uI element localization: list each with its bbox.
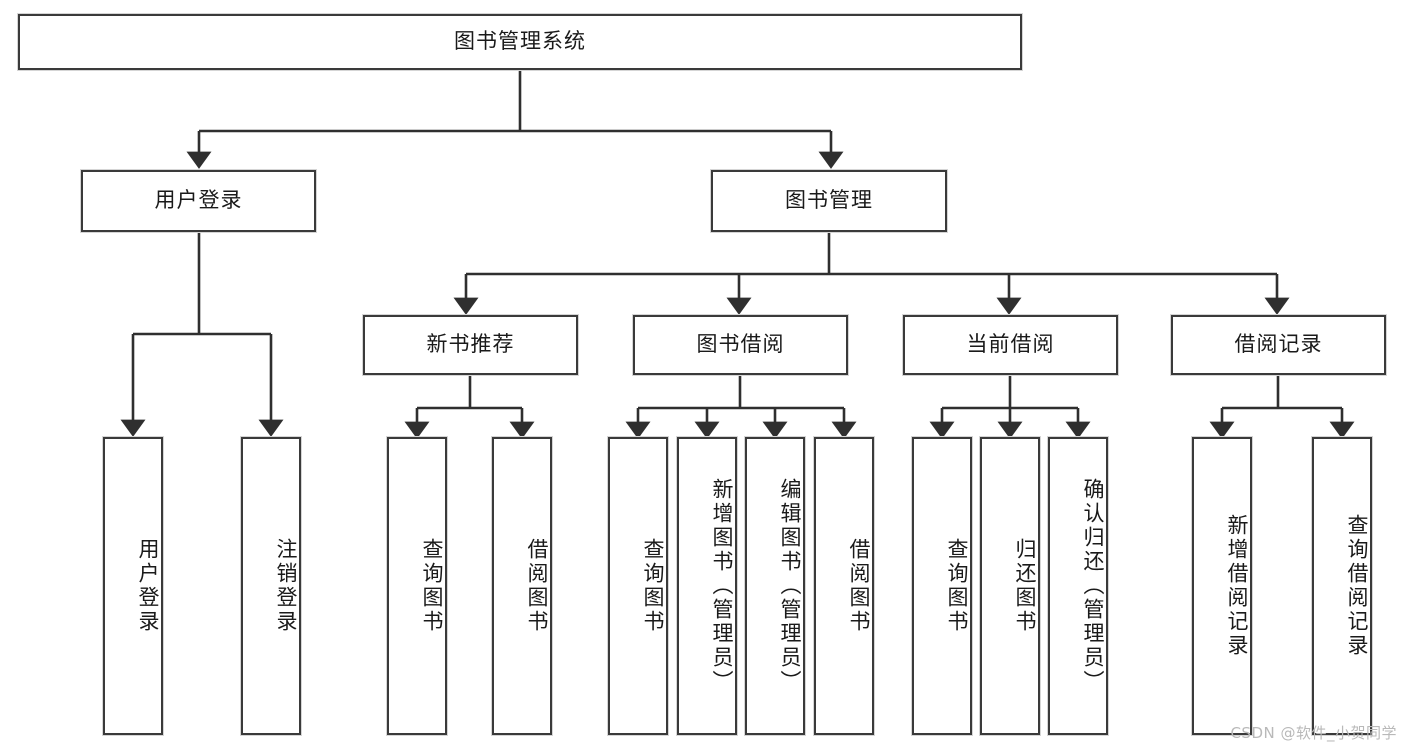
node-root[interactable]: 图书管理系统 (18, 14, 1022, 70)
leaf-borrow-borrow-book[interactable]: 借阅图书 (814, 437, 874, 735)
leaf-borrow-query-book[interactable]: 查询图书 (608, 437, 668, 735)
node-book-borrow-label: 图书借阅 (696, 332, 785, 357)
node-new-book-recommend-label: 新书推荐 (426, 332, 515, 357)
leaf-current-confirm-return-admin[interactable]: 确认归还（管理员） (1048, 437, 1108, 735)
leaf-label: 编辑图书（管理员） (778, 478, 802, 694)
leaf-user-login-logout[interactable]: 注销登录 (241, 437, 301, 735)
watermark: CSDN @软件_小贺同学 (1230, 724, 1397, 742)
node-borrow-record-label: 借阅记录 (1234, 332, 1323, 357)
leaf-borrow-edit-book-admin[interactable]: 编辑图书（管理员） (745, 437, 805, 735)
leaf-label: 确认归还（管理员） (1081, 478, 1105, 694)
leaf-label: 用户登录 (136, 538, 160, 634)
leaf-borrow-add-book-admin[interactable]: 新增图书（管理员） (677, 437, 737, 735)
node-book-borrow[interactable]: 图书借阅 (633, 315, 848, 375)
leaf-label: 查询图书 (945, 538, 969, 634)
node-user-login-label: 用户登录 (154, 188, 243, 213)
leaf-current-return-book[interactable]: 归还图书 (980, 437, 1040, 735)
node-current-borrow[interactable]: 当前借阅 (903, 315, 1118, 375)
leaf-current-query-book[interactable]: 查询图书 (912, 437, 972, 735)
node-borrow-record[interactable]: 借阅记录 (1171, 315, 1386, 375)
node-book-management-label: 图书管理 (785, 188, 873, 213)
node-book-management[interactable]: 图书管理 (711, 170, 947, 232)
node-user-login[interactable]: 用户登录 (81, 170, 316, 232)
leaf-record-query-record[interactable]: 查询借阅记录 (1312, 437, 1372, 735)
leaf-label: 注销登录 (274, 538, 298, 634)
node-current-borrow-label: 当前借阅 (966, 332, 1055, 357)
leaf-new-book-borrow[interactable]: 借阅图书 (492, 437, 552, 735)
leaf-label: 借阅图书 (525, 538, 549, 634)
leaf-user-login-login[interactable]: 用户登录 (103, 437, 163, 735)
leaf-new-book-query[interactable]: 查询图书 (387, 437, 447, 735)
leaf-label: 借阅图书 (847, 538, 871, 634)
leaf-label: 归还图书 (1013, 538, 1037, 634)
leaf-label: 新增图书（管理员） (710, 478, 734, 694)
leaf-record-add-record[interactable]: 新增借阅记录 (1192, 437, 1252, 735)
leaf-label: 查询图书 (420, 538, 444, 634)
leaf-label: 查询借阅记录 (1345, 514, 1369, 658)
node-new-book-recommend[interactable]: 新书推荐 (363, 315, 578, 375)
leaf-label: 查询图书 (641, 538, 665, 634)
node-root-label: 图书管理系统 (454, 29, 586, 54)
leaf-label: 新增借阅记录 (1225, 514, 1249, 658)
